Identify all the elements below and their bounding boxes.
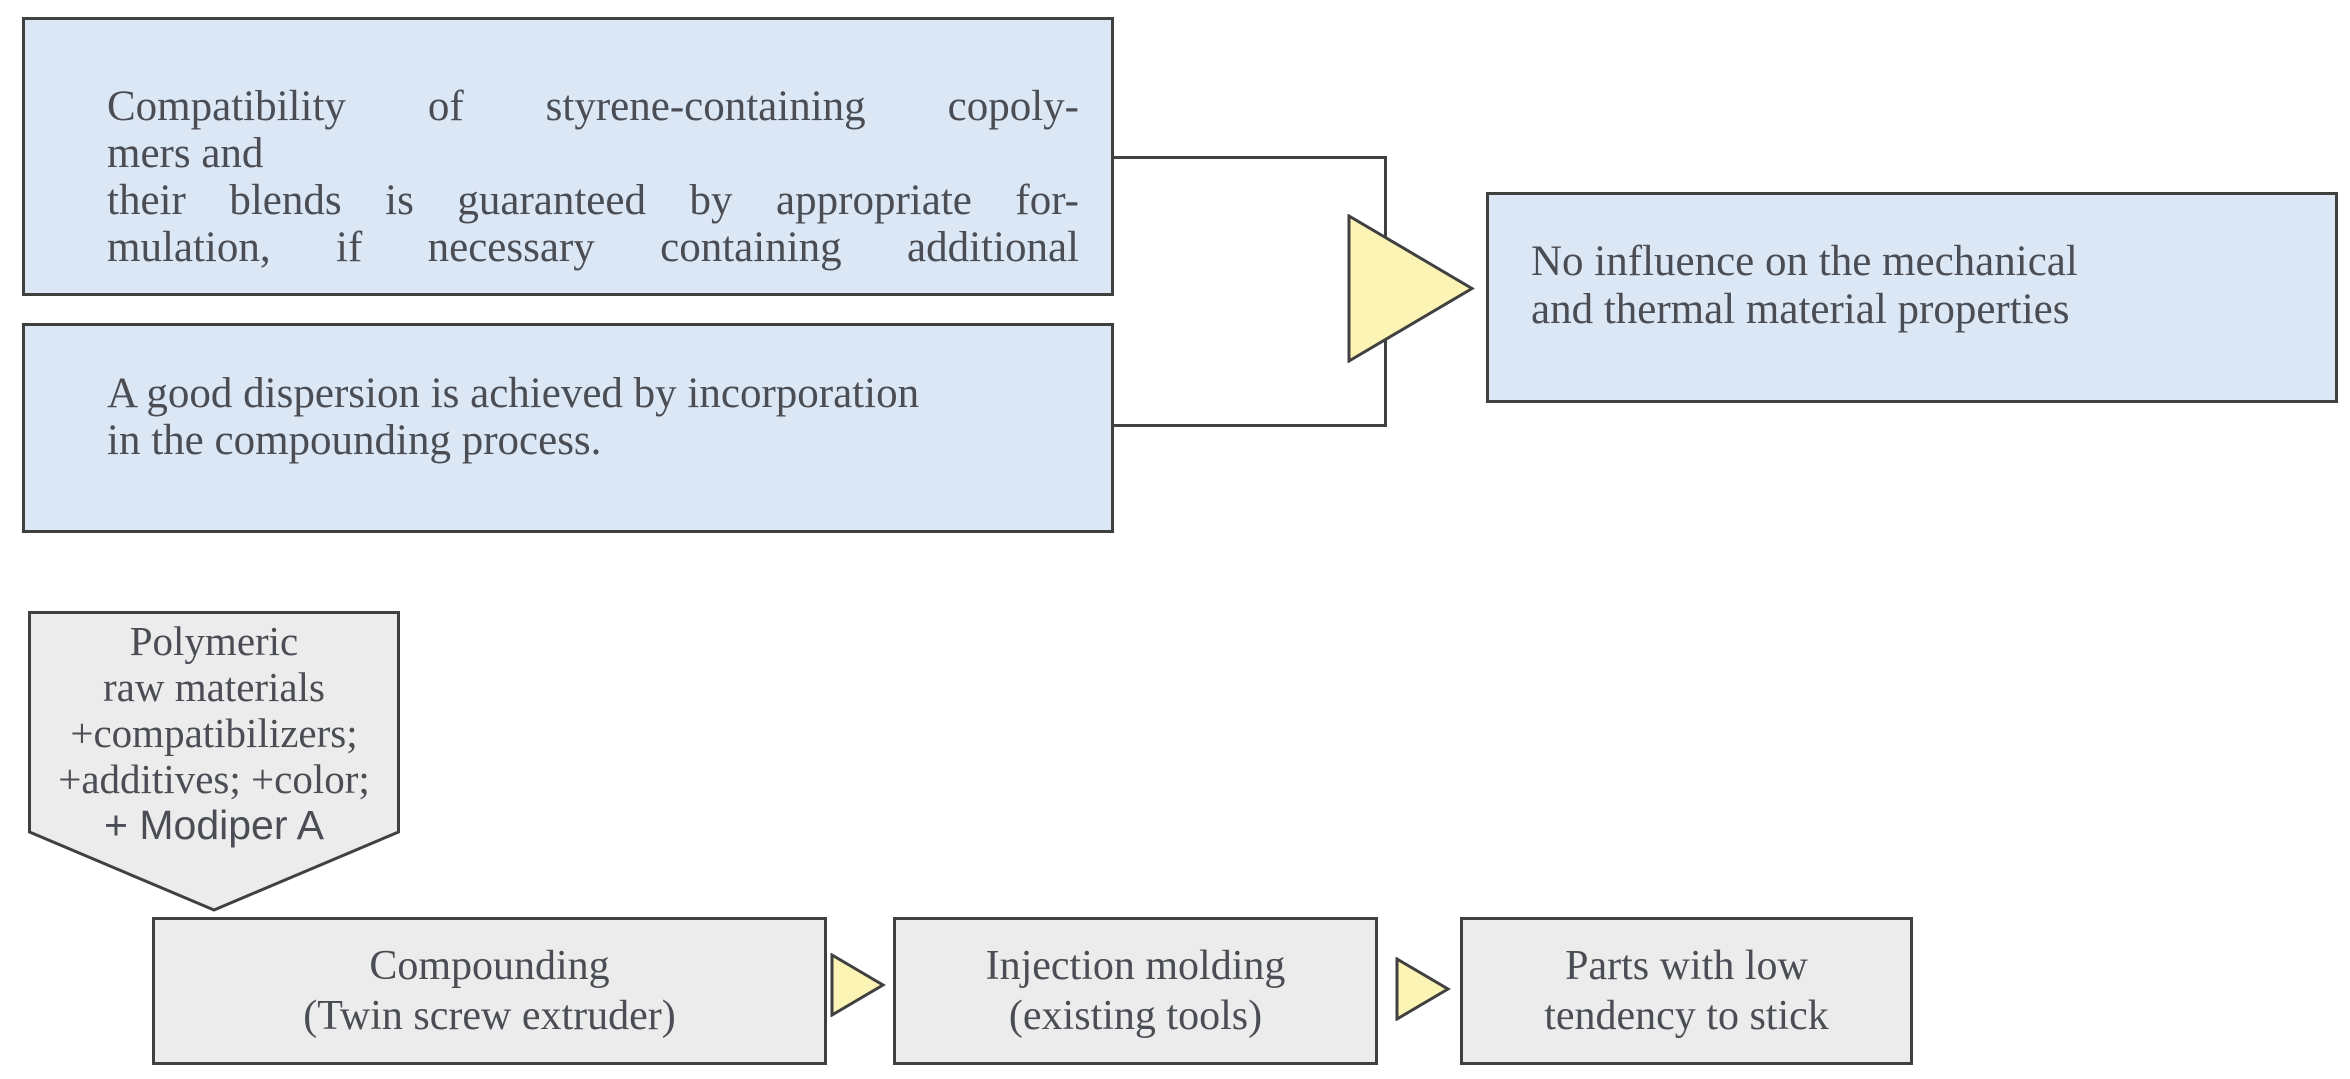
- text-line: their blends is guaranteed by appropriat…: [107, 176, 1079, 224]
- flow-arrow-icon: [830, 953, 886, 1017]
- arrow-right-icon: [1347, 214, 1475, 363]
- text-line: raw materials: [103, 664, 325, 710]
- text-line: (existing tools): [1008, 993, 1263, 1039]
- compounding-box: Compounding (Twin screw extruder): [152, 917, 827, 1065]
- parts-box: Parts with low tendency to stick: [1460, 917, 1913, 1065]
- text-line: A good dispersion is achieved by incorpo…: [107, 370, 920, 417]
- text-line: (Twin screw extruder): [303, 993, 676, 1039]
- result-box: No influence on the mechanical and therm…: [1486, 192, 2338, 403]
- text-line: mers and: [107, 129, 264, 177]
- text-line: No influence on the mechanical: [1531, 237, 2078, 285]
- raw-materials-pentagon: Polymeric raw materials +compatibilizers…: [28, 611, 400, 912]
- text-line: mulation, if necessary containing additi…: [107, 223, 1079, 271]
- merge-bracket-connector: [1113, 156, 1387, 427]
- text-line: Compatibility of styrene-containing copo…: [107, 82, 1079, 130]
- pentagon-down-shape: [28, 611, 400, 912]
- text-line: +additives; +color;: [58, 756, 370, 802]
- text-line: tendency to stick: [1544, 993, 1829, 1039]
- compatibility-box: Compatibility of styrene-containing copo…: [22, 17, 1114, 296]
- text-line: +compatibilizers;: [70, 710, 358, 756]
- injection-molding-box: Injection molding (existing tools): [893, 917, 1378, 1065]
- pentagon-text: Polymeric raw materials +compatibilizers…: [28, 618, 400, 848]
- dispersion-box: A good dispersion is achieved by incorpo…: [22, 323, 1114, 533]
- text-line: Parts with low: [1565, 943, 1808, 989]
- text-line: Compounding: [369, 943, 610, 989]
- text-line: Polymeric: [129, 618, 299, 664]
- text-line: + Modiper A: [104, 802, 324, 848]
- text-line: and thermal material properties: [1531, 285, 2070, 333]
- flow-arrow-icon: [1395, 957, 1451, 1021]
- text-line: in the compounding process.: [107, 417, 602, 464]
- text-line: Injection molding: [985, 943, 1286, 989]
